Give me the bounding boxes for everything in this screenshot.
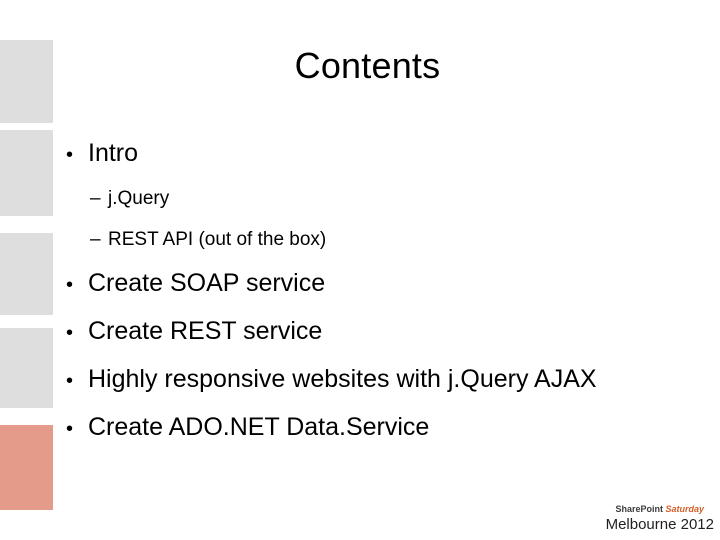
content-bullet-list: •Intro–j.Query–REST API (out of the box)… bbox=[60, 130, 700, 452]
bullet-dash-icon: – bbox=[90, 229, 101, 250]
footer-brand-sharepoint: SharePoint bbox=[615, 504, 664, 514]
decorative-accent-block bbox=[0, 425, 53, 510]
footer-brand-line: SharePoint Saturday bbox=[606, 503, 714, 515]
bullet-item: –REST API (out of the box) bbox=[60, 219, 700, 260]
decorative-block-1 bbox=[0, 40, 53, 123]
bullet-item-label: REST API (out of the box) bbox=[108, 229, 327, 250]
bullet-item-label: j.Query bbox=[108, 188, 170, 209]
bullet-dot-icon: • bbox=[66, 370, 74, 392]
bullet-item: • Intro bbox=[60, 130, 700, 178]
bullet-item-label: Intro bbox=[88, 139, 139, 167]
bullet-dot-icon: • bbox=[66, 144, 74, 166]
bullet-dash-icon: – bbox=[90, 188, 101, 209]
bullet-item-label: Create ADO.NET Data.Service bbox=[88, 413, 430, 441]
footer-city-year: Melbourne 2012 bbox=[605, 516, 714, 533]
footer-logo: SharePoint Saturday Melbourne 2012 bbox=[606, 503, 714, 534]
decorative-block-3 bbox=[0, 233, 53, 315]
bullet-dot-icon: • bbox=[66, 418, 74, 440]
decorative-block-2 bbox=[0, 130, 53, 216]
bullet-item: • Create ADO.NET Data.Service bbox=[60, 404, 700, 452]
bullet-item: • Create REST service bbox=[60, 308, 700, 356]
bullet-item-label: Create REST service bbox=[88, 317, 323, 345]
bullet-dot-icon: • bbox=[66, 322, 74, 344]
bullet-item-label: Highly responsive websites with j.Query … bbox=[88, 365, 597, 393]
footer-brand-saturday: Saturday bbox=[665, 504, 705, 514]
bullet-item: • Create SOAP service bbox=[60, 260, 700, 308]
bullet-item-label: Create SOAP service bbox=[88, 269, 326, 297]
bullet-item: –j.Query bbox=[60, 178, 700, 219]
bullet-item: • Highly responsive websites with j.Query… bbox=[60, 356, 700, 404]
decorative-block-4 bbox=[0, 328, 53, 408]
slide-title: Contents bbox=[294, 45, 441, 86]
bullet-dot-icon: • bbox=[66, 274, 74, 296]
